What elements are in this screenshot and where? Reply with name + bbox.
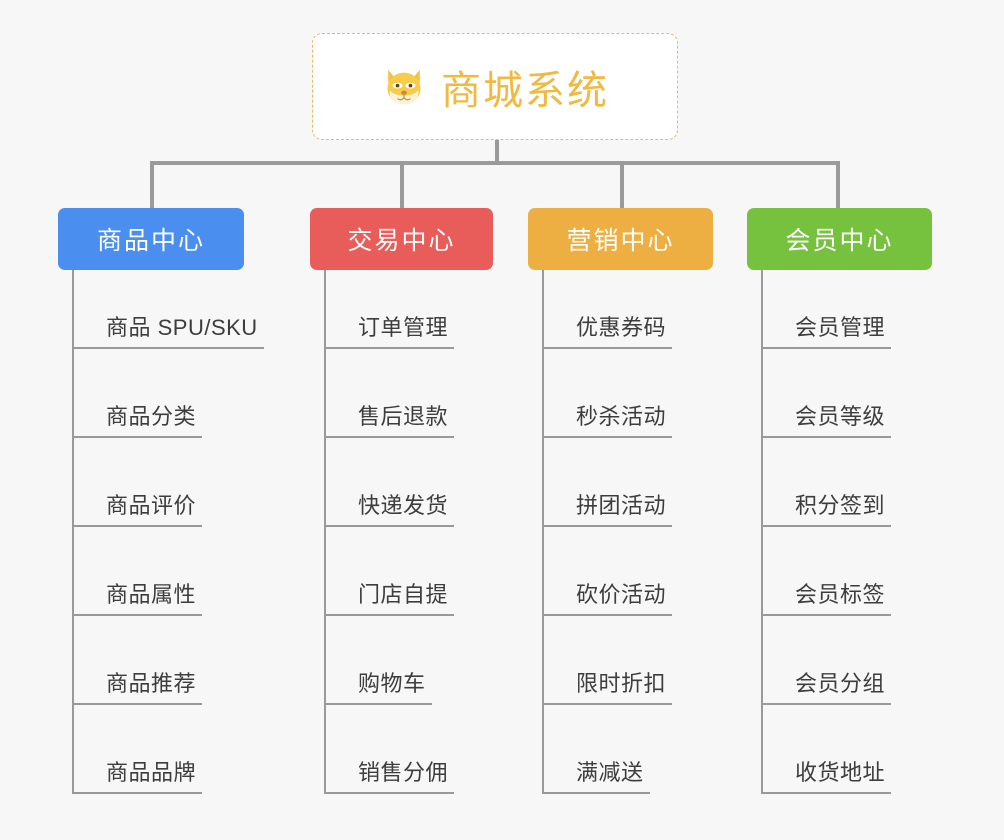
leaf-underline: 收货地址 [761, 755, 892, 794]
leaf-item[interactable]: 门店自提 [324, 537, 455, 626]
leaf-underline: 拼团活动 [542, 488, 673, 527]
leaf-item[interactable]: 优惠券码 [542, 270, 673, 359]
category-box[interactable]: 会员中心 [747, 208, 932, 270]
leaf-item[interactable]: 会员分组 [761, 626, 892, 715]
leaf-item[interactable]: 收货地址 [761, 715, 892, 804]
leaf-item[interactable]: 商品推荐 [72, 626, 264, 715]
leaf-label: 会员等级 [795, 404, 886, 429]
leaf-item[interactable]: 会员管理 [761, 270, 892, 359]
branch-column-1: 商品中心商品 SPU/SKU 商品分类商品评价商品属性商品推荐商品品牌 [58, 208, 264, 794]
leaf-label: 砍价活动 [576, 582, 667, 607]
branch-children: 商品 SPU/SKU 商品分类商品评价商品属性商品推荐商品品牌 [72, 270, 264, 804]
branch-rail [324, 270, 326, 794]
branch-column-2: 交易中心订单管理售后退款快递发货门店自提购物车销售分佣 [310, 208, 493, 794]
leaf-item[interactable]: 售后退款 [324, 359, 455, 448]
branch-children: 订单管理售后退款快递发货门店自提购物车销售分佣 [324, 270, 455, 804]
dog-face-icon [381, 64, 427, 110]
leaf-underline: 会员等级 [761, 399, 892, 438]
leaf-underline: 门店自提 [324, 577, 455, 616]
leaf-underline: 商品属性 [72, 577, 203, 616]
leaf-label: 销售分佣 [358, 760, 449, 785]
leaf-label: 收货地址 [795, 760, 886, 785]
leaf-underline: 会员管理 [761, 310, 892, 349]
connector-drop-4 [836, 161, 840, 208]
leaf-label: 订单管理 [358, 315, 449, 340]
leaf-item[interactable]: 销售分佣 [324, 715, 455, 804]
leaf-label: 优惠券码 [576, 315, 667, 340]
leaf-item[interactable]: 商品评价 [72, 448, 264, 537]
root-title: 商城系统 [441, 68, 609, 113]
leaf-label: 快递发货 [358, 493, 449, 518]
leaf-underline: 销售分佣 [324, 755, 455, 794]
category-box[interactable]: 商品中心 [58, 208, 244, 270]
leaf-underline: 秒杀活动 [542, 399, 673, 438]
leaf-item[interactable]: 秒杀活动 [542, 359, 673, 448]
leaf-item[interactable]: 积分签到 [761, 448, 892, 537]
leaf-item[interactable]: 拼团活动 [542, 448, 673, 537]
leaf-underline: 商品推荐 [72, 666, 203, 705]
leaf-label: 商品推荐 [106, 671, 197, 696]
leaf-underline: 订单管理 [324, 310, 455, 349]
connector-drop-3 [620, 161, 624, 208]
leaf-item[interactable]: 满减送 [542, 715, 672, 804]
branch-rail [72, 270, 74, 794]
leaf-label: 会员分组 [795, 671, 886, 696]
leaf-label: 会员标签 [795, 582, 886, 607]
branch-children: 优惠券码秒杀活动拼团活动砍价活动限时折扣满减送 [542, 270, 673, 804]
leaf-underline: 满减送 [542, 755, 650, 794]
leaf-label: 购物车 [358, 671, 426, 696]
leaf-item[interactable]: 商品分类 [72, 359, 264, 448]
leaf-underline: 会员标签 [761, 577, 892, 616]
leaf-underline: 购物车 [324, 666, 432, 705]
leaf-label: 拼团活动 [576, 493, 667, 518]
leaf-underline: 会员分组 [761, 666, 892, 705]
leaf-item[interactable]: 商品品牌 [72, 715, 264, 804]
leaf-label: 门店自提 [358, 582, 449, 607]
category-box[interactable]: 交易中心 [310, 208, 493, 270]
leaf-item[interactable]: 购物车 [324, 626, 454, 715]
leaf-item[interactable]: 商品 SPU/SKU [72, 270, 264, 359]
leaf-item[interactable]: 会员标签 [761, 537, 892, 626]
leaf-label: 会员管理 [795, 315, 886, 340]
leaf-underline: 积分签到 [761, 488, 892, 527]
branch-children: 会员管理会员等级积分签到会员标签会员分组收货地址 [761, 270, 892, 804]
leaf-label: 商品评价 [106, 493, 197, 518]
connector-horizontal-bus [150, 161, 840, 165]
leaf-underline: 快递发货 [324, 488, 455, 527]
leaf-label: 商品品牌 [106, 760, 197, 785]
leaf-underline: 优惠券码 [542, 310, 673, 349]
leaf-label: 商品 SPU/SKU [106, 315, 258, 340]
leaf-underline: 商品品牌 [72, 755, 203, 794]
root-node[interactable]: 商城系统 [312, 33, 678, 140]
leaf-label: 积分签到 [795, 493, 886, 518]
leaf-underline: 限时折扣 [542, 666, 673, 705]
leaf-item[interactable]: 会员等级 [761, 359, 892, 448]
leaf-underline: 售后退款 [324, 399, 455, 438]
connector-root-stem [495, 140, 499, 164]
category-box[interactable]: 营销中心 [528, 208, 713, 270]
leaf-label: 秒杀活动 [576, 404, 667, 429]
leaf-label: 限时折扣 [576, 671, 667, 696]
branch-rail [542, 270, 544, 794]
leaf-underline: 砍价活动 [542, 577, 673, 616]
leaf-item[interactable]: 砍价活动 [542, 537, 673, 626]
leaf-item[interactable]: 限时折扣 [542, 626, 673, 715]
leaf-label: 满减送 [576, 760, 644, 785]
connector-drop-1 [150, 161, 154, 208]
leaf-underline: 商品 SPU/SKU [72, 310, 264, 349]
leaf-underline: 商品评价 [72, 488, 203, 527]
leaf-item[interactable]: 快递发货 [324, 448, 455, 537]
leaf-label: 售后退款 [358, 404, 449, 429]
leaf-label: 商品分类 [106, 404, 197, 429]
leaf-underline: 商品分类 [72, 399, 203, 438]
leaf-label: 商品属性 [106, 582, 197, 607]
leaf-item[interactable]: 订单管理 [324, 270, 455, 359]
branch-column-3: 营销中心优惠券码秒杀活动拼团活动砍价活动限时折扣满减送 [528, 208, 713, 794]
branch-rail [761, 270, 763, 794]
branch-column-4: 会员中心会员管理会员等级积分签到会员标签会员分组收货地址 [747, 208, 932, 794]
connector-drop-2 [400, 161, 404, 208]
leaf-item[interactable]: 商品属性 [72, 537, 264, 626]
